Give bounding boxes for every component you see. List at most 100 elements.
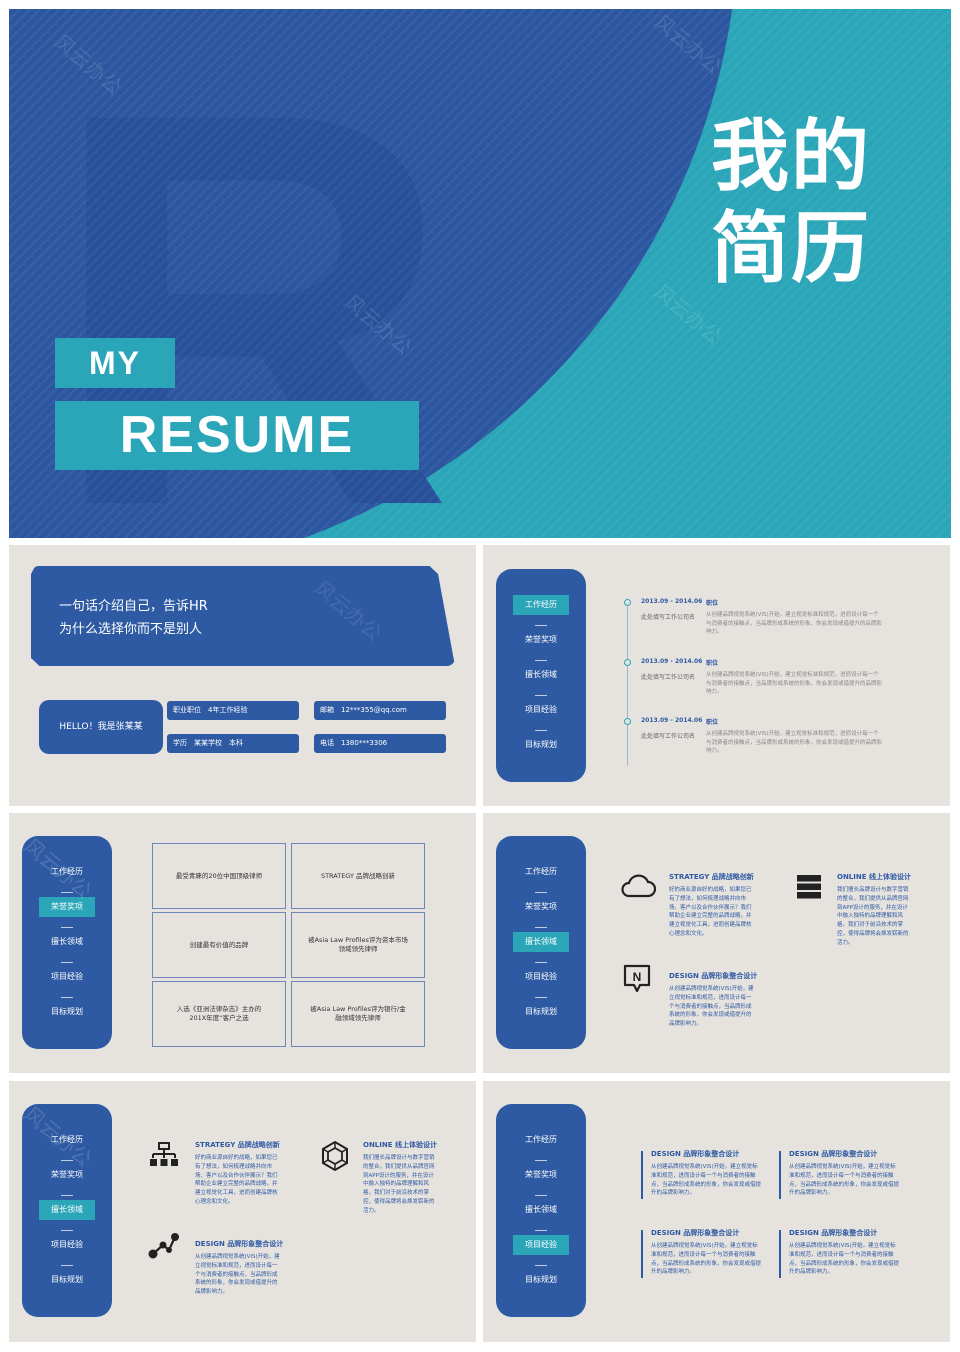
project-title: DESIGN 品牌形象整合设计 (789, 1229, 878, 1237)
timeline-date: 2013.09 - 2014.06 (641, 598, 703, 605)
intro-slide: 一句话介绍自己，告诉HR 为什么选择你而不是别人 风云办公 HELLO！我是张某… (9, 545, 476, 806)
nav-divider (535, 1160, 547, 1161)
nav-item-projects[interactable]: 项目经验 (513, 1235, 569, 1255)
nav-divider (61, 1160, 73, 1161)
nav-divider (535, 695, 547, 696)
feature-desc: 从创建品牌视觉系统(VIS)开始，建立视觉标准和规范，进而设计每一个与消费者的接… (669, 986, 754, 1028)
timeline-date: 2013.09 - 2014.06 (641, 717, 703, 724)
skills-slide: 工作经历 荣誉奖项 擅长领域 项目经验 目标规划 STRATEGY 品牌战略创新… (483, 813, 950, 1073)
nav-item-honors[interactable]: 荣誉奖项 (525, 635, 557, 644)
nav-divider (535, 997, 547, 998)
project-desc: 从创建品牌视觉系统(VIS)开始，建立视觉标准和规范，进而设计每一个与消费者的接… (789, 1243, 900, 1276)
project-title: DESIGN 品牌形象整合设计 (651, 1229, 740, 1237)
nav-divider (61, 1265, 73, 1266)
timeline-company: 此处填写工作公司名 (641, 674, 696, 681)
info-position: 职业职位 4年工作经验 (167, 701, 299, 720)
nav-item-goals[interactable]: 目标规划 (525, 1007, 557, 1016)
nav-divider (535, 962, 547, 963)
sitemap-icon (150, 1142, 178, 1166)
nav-sidebar: 工作经历 荣誉奖项 擅长领域 项目经验 目标规划 (22, 1104, 112, 1317)
project-title: DESIGN 品牌形象整合设计 (651, 1150, 740, 1158)
nav-item-honors[interactable]: 荣誉奖项 (51, 1170, 83, 1179)
nav-item-honors[interactable]: 荣誉奖项 (39, 897, 95, 917)
nav-item-honors[interactable]: 荣誉奖项 (525, 902, 557, 911)
nav-item-projects[interactable]: 项目经验 (51, 1240, 83, 1249)
share-nodes-icon (148, 1233, 179, 1259)
tag-my: MY (55, 338, 175, 388)
project-accent-bar (641, 1230, 643, 1278)
timeline-company: 此处填写工作公司名 (641, 614, 696, 621)
nav-item-skills[interactable]: 擅长领域 (513, 932, 569, 952)
banner-line: 一句话介绍自己，告诉HR (59, 599, 208, 614)
timeline-role: 职位 (706, 719, 719, 726)
nav-item-projects[interactable]: 项目经验 (525, 972, 557, 981)
hexagon-icon (322, 1140, 348, 1172)
feature-title: ONLINE 线上体验设计 (363, 1141, 437, 1149)
nav-item-projects[interactable]: 项目经验 (525, 705, 557, 714)
info-phone: 电话 1380***3306 (314, 734, 446, 753)
timeline-desc: 从创建品牌视觉系统(VIS)开始，建立视觉标准和规范，进而设计每一个与消费者的接… (706, 612, 883, 636)
hello-badge: HELLO！我是张某某 (39, 700, 163, 754)
timeline-role: 职位 (706, 660, 719, 667)
server-icon (797, 875, 821, 899)
timeline-line (627, 601, 628, 766)
nav-item-work[interactable]: 工作经历 (51, 867, 83, 876)
timeline-desc: 从创建品牌视觉系统(VIS)开始，建立视觉标准和规范，进而设计每一个与消费者的接… (706, 731, 883, 755)
nav-item-work[interactable]: 工作经历 (525, 867, 557, 876)
nav-divider (61, 892, 73, 893)
nav-divider (535, 1265, 547, 1266)
feature-desc: 我们擅长品牌设计与数字营销的整合，我们提供从品牌官网到APP设计的服务，并在设计… (837, 887, 909, 946)
nav-divider (61, 962, 73, 963)
project-title: DESIGN 品牌形象整合设计 (789, 1150, 878, 1158)
nav-divider (535, 1230, 547, 1231)
cover-title: 我的 简历 (711, 111, 881, 295)
feature-title: STRATEGY 品牌战略创新 (195, 1141, 280, 1149)
timeline-desc: 从创建品牌视觉系统(VIS)开始，建立视觉标准和规范，进而设计每一个与消费者的接… (706, 672, 883, 696)
nav-item-honors[interactable]: 荣誉奖项 (525, 1170, 557, 1179)
nav-divider (61, 927, 73, 928)
nav-divider (535, 730, 547, 731)
timeline-dot (624, 718, 631, 725)
tag-resume: RESUME (55, 401, 419, 470)
chat-n-icon: N (623, 964, 651, 993)
feature-title: DESIGN 品牌形象整合设计 (669, 972, 758, 980)
svg-text:N: N (633, 970, 642, 984)
nav-item-work[interactable]: 工作经历 (513, 595, 569, 615)
nav-item-goals[interactable]: 目标规划 (51, 1007, 83, 1016)
projects-slide: 工作经历 荣誉奖项 擅长领域 项目经验 目标规划 DESIGN 品牌形象整合设计… (483, 1081, 950, 1342)
feature-desc: 好的商业源自好的战略，如果您已有了想法，如何梳理战略并向市场、客户以及合作伙伴展… (195, 1155, 278, 1205)
feature-desc: 好的商业源自好的战略，如果您已有了想法，如何梳理战略并向市场、客户以及合作伙伴展… (669, 887, 752, 937)
project-desc: 从创建品牌视觉系统(VIS)开始，建立视觉标准和规范，进而设计每一个与消费者的接… (651, 1243, 762, 1276)
honor-cell: STRATEGY 品牌战略创新 (291, 843, 425, 909)
cover-title-line2: 简历 (711, 204, 872, 294)
cloud-icon (621, 874, 656, 898)
nav-item-skills[interactable]: 擅长领域 (39, 1200, 95, 1220)
nav-item-skills[interactable]: 擅长领域 (51, 937, 83, 946)
nav-divider (535, 660, 547, 661)
nav-item-goals[interactable]: 目标规划 (525, 740, 557, 749)
nav-divider (61, 997, 73, 998)
honor-cell: 入选《亚洲法律杂志》主办的201X年度“客户之选 (152, 981, 286, 1047)
skills-slide: 工作经历 荣誉奖项 擅长领域 项目经验 目标规划 风云办公 STRATEGY 品… (9, 1081, 476, 1342)
honors-slide: 工作经历 荣誉奖项 擅长领域 项目经验 目标规划 风云办公 最受青睐的20位中国… (9, 813, 476, 1073)
nav-item-goals[interactable]: 目标规划 (51, 1275, 83, 1284)
nav-divider (535, 927, 547, 928)
nav-item-work[interactable]: 工作经历 (51, 1135, 83, 1144)
timeline-company: 此处填写工作公司名 (641, 733, 696, 740)
honor-cell: 最受青睐的20位中国顶级律师 (152, 843, 286, 909)
info-education: 学历 某某学校 本科 (167, 734, 299, 753)
nav-sidebar: 工作经历 荣誉奖项 擅长领域 项目经验 目标规划 (22, 836, 112, 1049)
project-accent-bar (641, 1151, 643, 1199)
nav-item-skills[interactable]: 擅长领域 (525, 1205, 557, 1214)
nav-item-projects[interactable]: 项目经验 (51, 972, 83, 981)
project-desc: 从创建品牌视觉系统(VIS)开始，建立视觉标准和规范，进而设计每一个与消费者的接… (651, 1164, 762, 1197)
feature-title: STRATEGY 品牌战略创新 (669, 873, 754, 881)
feature-desc: 从创建品牌视觉系统(VIS)开始，建立视觉标准和规范，进而设计每一个与消费者的接… (195, 1254, 280, 1296)
nav-item-goals[interactable]: 目标规划 (525, 1275, 557, 1284)
timeline-dot (624, 659, 631, 666)
feature-title: DESIGN 品牌形象整合设计 (195, 1240, 284, 1248)
nav-item-work[interactable]: 工作经历 (525, 1135, 557, 1144)
nav-item-skills[interactable]: 擅长领域 (525, 670, 557, 679)
timeline-role: 职位 (706, 600, 719, 607)
honor-cell: 被Asia Law Profiles评为银行/金融领域领先律师 (291, 981, 425, 1047)
